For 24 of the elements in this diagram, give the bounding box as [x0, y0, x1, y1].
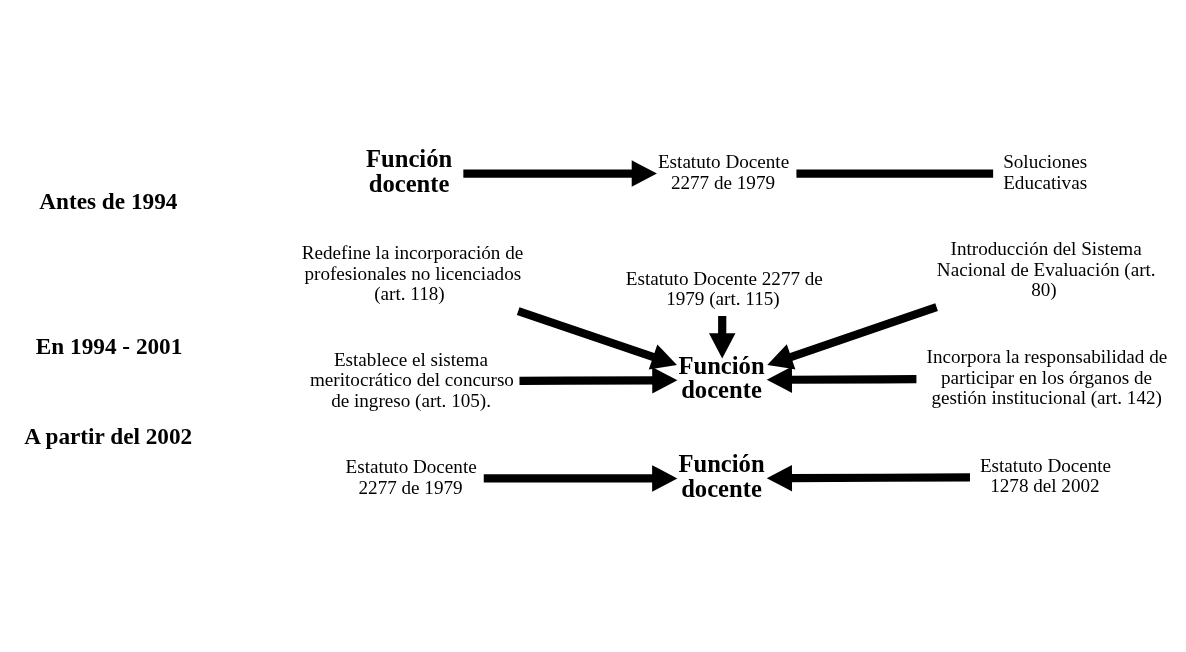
- node-text: Función docente: [678, 450, 765, 502]
- node-text: Función docente: [366, 145, 453, 197]
- arrow: [766, 366, 917, 393]
- connector: [796, 169, 994, 178]
- node-text: Función docente: [678, 351, 765, 404]
- node-text: Estatuto Docente 1278 del 2002: [979, 454, 1112, 497]
- arrow: [463, 160, 657, 187]
- node-text: Soluciones Educativas: [1003, 151, 1088, 193]
- arrow: [708, 316, 736, 359]
- node-text: Incorpora la responsabilidad de participar en los órganos de gestión institucional (art. 142): [926, 346, 1168, 409]
- node-text: Establece el sistema meritocrático del concurso de ingreso (art. 105).: [309, 348, 514, 411]
- label: Antes de 1994: [39, 188, 178, 215]
- arrow: [519, 367, 678, 394]
- node-text: Estatuto Docente 2277 de 1979: [345, 456, 477, 498]
- arrow: [767, 303, 938, 370]
- node-text: Estatuto Docente 2277 de 1979 (art. 115): [625, 267, 823, 310]
- label: En 1994 - 2001: [35, 333, 183, 360]
- node-text: Introducción del Sistema Nacional de Evaluación (art. 80): [936, 238, 1156, 301]
- node-text: Estatuto Docente 2277 de 1979: [657, 151, 790, 193]
- node-text: Redefine la incorporación de profesionales no licenciados (art. 118): [301, 242, 524, 305]
- arrow: [483, 465, 678, 492]
- arrow: [516, 307, 677, 370]
- arrow: [766, 464, 970, 492]
- label: A partir del 2002: [24, 423, 193, 450]
